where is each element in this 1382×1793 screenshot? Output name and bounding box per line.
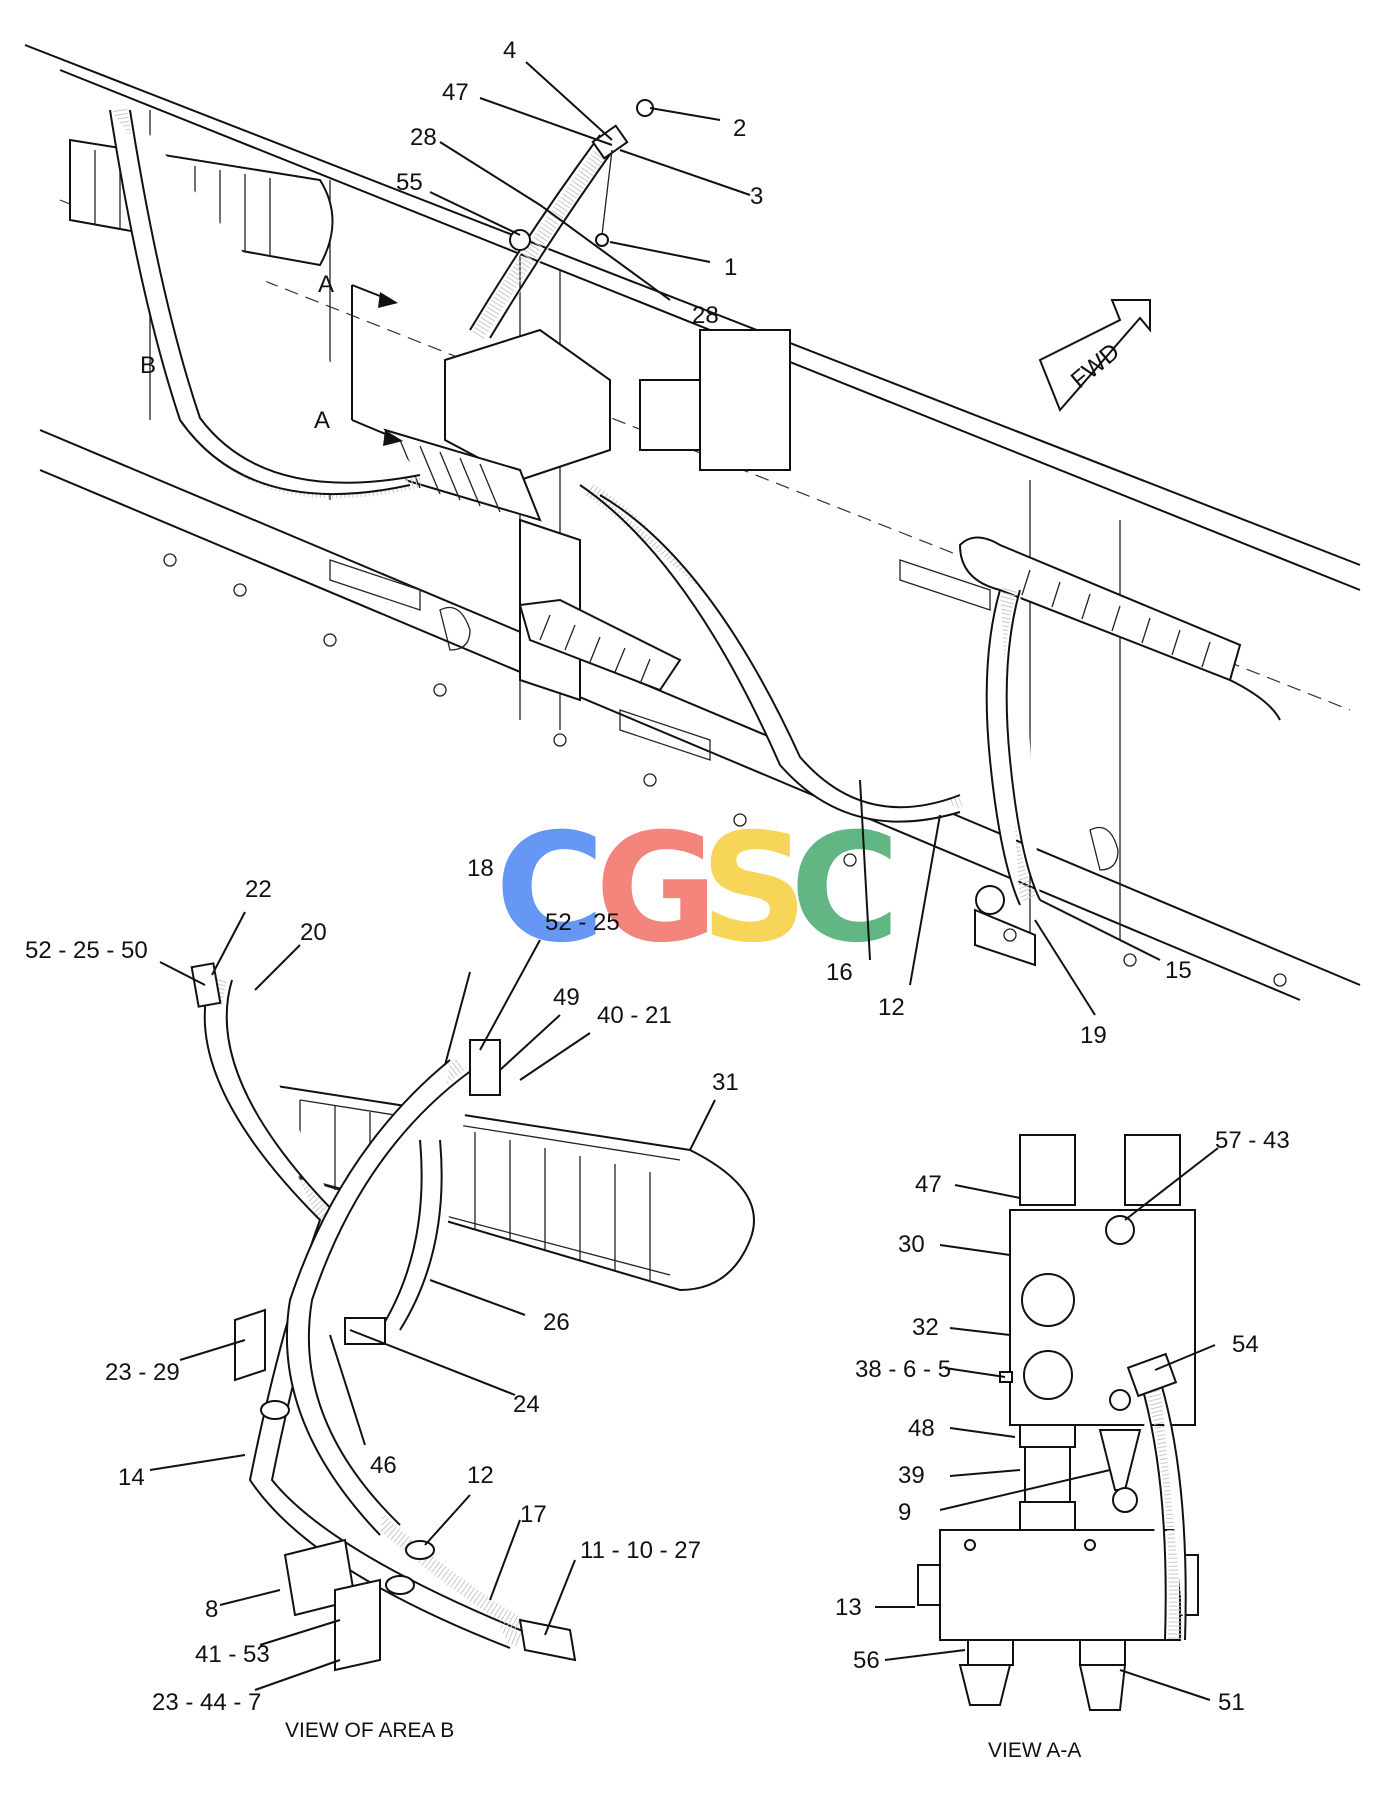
callout-12: 12 <box>878 994 905 1021</box>
main-frame-assembly <box>24 44 1361 1001</box>
callout-31: 31 <box>712 1069 739 1096</box>
watermark-letter: C <box>790 802 900 976</box>
callout-41-53: 41 - 53 <box>195 1641 270 1668</box>
watermark-letter: C <box>495 802 605 976</box>
view-a-a <box>917 1134 1199 1711</box>
callout-15: 15 <box>1165 957 1192 984</box>
callout-48: 48 <box>908 1415 935 1442</box>
callout-52-25: 52 - 25 <box>545 909 620 936</box>
callout-19: 19 <box>1080 1022 1107 1049</box>
fwd-arrow <box>1038 299 1151 412</box>
callout-51: 51 <box>1218 1689 1245 1716</box>
view-of-area-b <box>190 962 755 1672</box>
frame-bolts <box>163 553 1287 987</box>
callout-23-44-7: 23 - 44 - 7 <box>152 1689 261 1716</box>
view-title-area-b: VIEW OF AREA B <box>285 1719 454 1742</box>
callout-23-29: 23 - 29 <box>105 1359 180 1386</box>
callout-54: 54 <box>1232 1331 1259 1358</box>
area-label-b: B <box>140 352 156 379</box>
callout-47: 47 <box>915 1171 942 1198</box>
callout-56: 56 <box>853 1647 880 1674</box>
callout-4: 4 <box>503 37 516 64</box>
callout-55: 55 <box>396 169 423 196</box>
callout-3: 3 <box>750 183 763 210</box>
callout-30: 30 <box>898 1231 925 1258</box>
callout-18: 18 <box>467 855 494 882</box>
callout-8: 8 <box>205 1596 218 1623</box>
callout-1: 1 <box>724 254 737 281</box>
callout-11-10-27: 11 - 10 - 27 <box>580 1537 701 1564</box>
callout-24: 24 <box>513 1391 540 1418</box>
watermark-letter: S <box>700 802 808 976</box>
callout-28: 28 <box>410 124 437 151</box>
watermark-letter: G <box>595 802 718 976</box>
callout-28: 28 <box>692 302 719 329</box>
callout-40-21: 40 - 21 <box>597 1002 672 1029</box>
callout-32: 32 <box>912 1314 939 1341</box>
callout-9: 9 <box>898 1499 911 1526</box>
valve-block-center <box>383 328 791 702</box>
callout-46: 46 <box>370 1452 397 1479</box>
callout-16: 16 <box>826 959 853 986</box>
callout-14: 14 <box>118 1464 145 1491</box>
callout-2: 2 <box>733 115 746 142</box>
cable-carrier-step <box>518 598 682 692</box>
valve-body-13 <box>939 1529 1181 1641</box>
leader-lines <box>149 61 1219 1701</box>
callout-22: 22 <box>245 876 272 903</box>
cgsc-watermark: C G S C <box>495 802 900 976</box>
callout-12: 12 <box>467 1462 494 1489</box>
callout-49: 49 <box>553 984 580 1011</box>
callout-13: 13 <box>835 1594 862 1621</box>
view-title-a-a: VIEW A-A <box>988 1739 1081 1762</box>
callout-57-43: 57 - 43 <box>1215 1127 1290 1154</box>
callout-47: 47 <box>442 79 469 106</box>
callout-39: 39 <box>898 1462 925 1489</box>
section-label-a: A <box>314 407 330 434</box>
callout-20: 20 <box>300 919 327 946</box>
callout-38-6-5: 38 - 6 - 5 <box>855 1356 951 1383</box>
section-label-a: A <box>318 271 334 298</box>
callout-numbers: 4 47 2 28 3 55 1 28 A A B FWD 22 20 18 5… <box>25 37 1290 1716</box>
callout-17: 17 <box>520 1501 547 1528</box>
callout-52-25-50: 52 - 25 - 50 <box>25 937 148 964</box>
callout-26: 26 <box>543 1309 570 1336</box>
